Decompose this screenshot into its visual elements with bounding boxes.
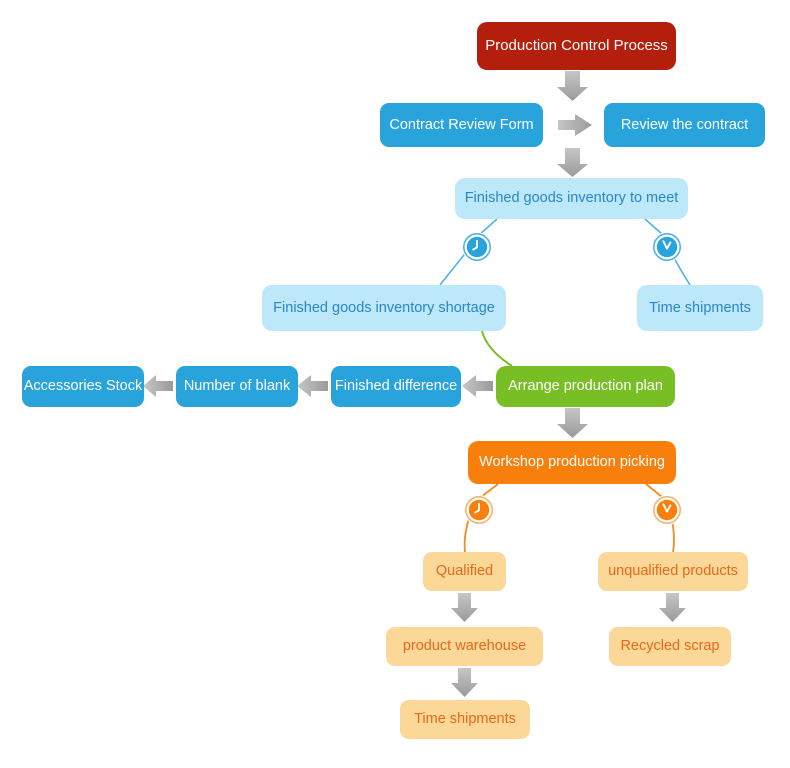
node-time-shipments-top[interactable]: Time shipments — [637, 285, 763, 331]
node-review-the-contract[interactable]: Review the contract — [604, 103, 765, 147]
node-label: Number of blank — [183, 378, 291, 395]
node-label: Finished difference — [334, 378, 458, 395]
badge-clock-right-orange[interactable] — [652, 495, 682, 525]
badge-clock-left-blue[interactable] — [462, 232, 492, 262]
edge-qualified-to-warehouse — [451, 593, 478, 622]
node-label: unqualified products — [608, 563, 738, 580]
node-label: Time shipments — [414, 711, 516, 728]
node-qualified[interactable]: Qualified — [423, 552, 506, 591]
node-arrange-production-plan[interactable]: Arrange production plan — [496, 366, 675, 407]
node-label: Qualified — [435, 563, 494, 580]
clock-icon — [463, 233, 491, 261]
node-label: Recycled scrap — [620, 638, 720, 655]
node-label: Arrange production plan — [508, 378, 663, 395]
edge-plan-to-difference — [462, 375, 493, 397]
badge-clock-right-blue[interactable] — [652, 232, 682, 262]
edge-contract-form-to-review — [558, 114, 592, 136]
clock-icon — [653, 496, 681, 524]
edge-blank-to-accessories — [143, 375, 173, 397]
clock-icon — [465, 496, 493, 524]
node-label: Workshop production picking — [479, 454, 665, 471]
badge-clock-left-orange[interactable] — [464, 495, 494, 525]
edge-warehouse-to-shipments — [451, 668, 478, 697]
node-time-shipments-bottom[interactable]: Time shipments — [400, 700, 530, 739]
node-label: Contract Review Form — [389, 116, 534, 133]
node-product-warehouse[interactable]: product warehouse — [386, 627, 543, 666]
node-label: Finished goods inventory to meet — [464, 190, 679, 207]
node-workshop-production-picking[interactable]: Workshop production picking — [468, 441, 676, 484]
node-number-of-blank[interactable]: Number of blank — [176, 366, 298, 407]
node-finished-goods-shortage[interactable]: Finished goods inventory shortage — [262, 285, 506, 331]
node-label: Accessories Stock — [23, 378, 143, 395]
node-production-control-process[interactable]: Production Control Process — [477, 22, 676, 70]
edge-contract-form-to-meet — [557, 148, 588, 177]
node-label: Review the contract — [620, 116, 749, 133]
node-label: product warehouse — [402, 638, 527, 655]
node-recycled-scrap[interactable]: Recycled scrap — [609, 627, 731, 666]
node-finished-goods-to-meet[interactable]: Finished goods inventory to meet — [455, 178, 688, 219]
edge-shortage-to-plan — [481, 330, 513, 367]
node-finished-difference[interactable]: Finished difference — [331, 366, 461, 407]
clock-icon — [653, 233, 681, 261]
edge-unqualified-to-scrap — [659, 593, 686, 622]
node-contract-review-form[interactable]: Contract Review Form — [380, 103, 543, 147]
edge-process-to-contract-form — [557, 71, 588, 101]
node-label: Time shipments — [649, 299, 751, 316]
node-label: Production Control Process — [485, 37, 668, 55]
node-unqualified-products[interactable]: unqualified products — [598, 552, 748, 591]
edge-difference-to-blank — [297, 375, 328, 397]
edge-plan-to-workshop — [557, 408, 588, 438]
node-accessories-stock[interactable]: Accessories Stock — [22, 366, 144, 407]
node-label: Finished goods inventory shortage — [273, 299, 495, 316]
